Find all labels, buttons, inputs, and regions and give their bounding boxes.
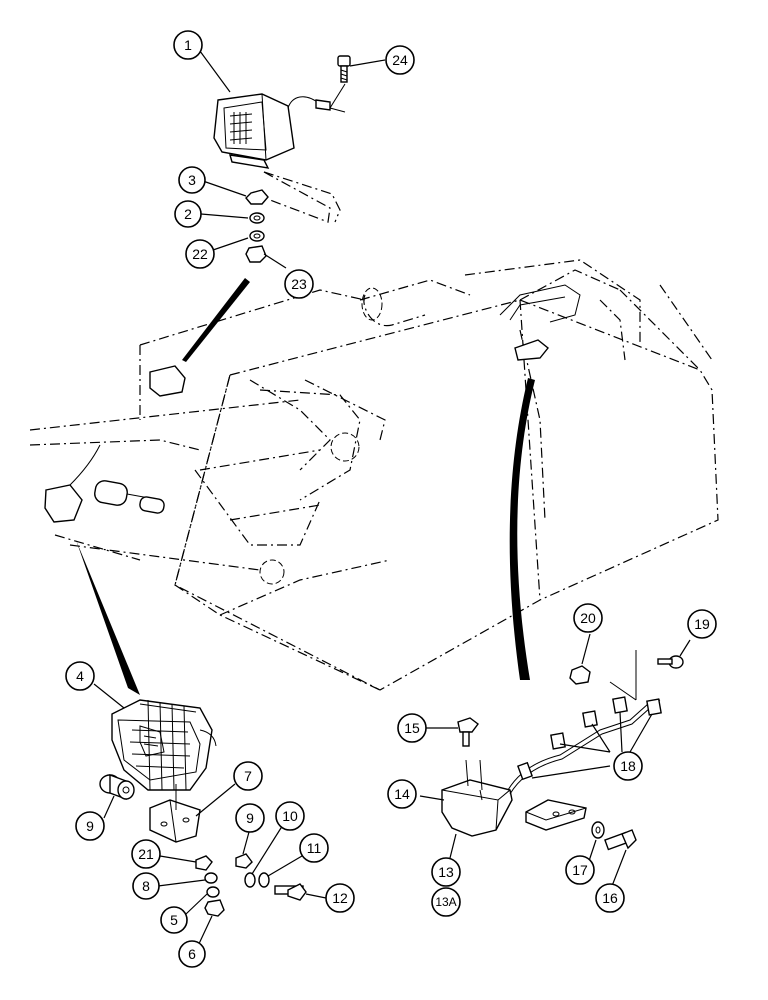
callout-9-left: 9: [75, 811, 105, 841]
callout-17: 17: [565, 855, 595, 885]
spacer-9-left: [99, 773, 135, 801]
callout-14: 14: [387, 779, 417, 809]
callout-19: 19: [687, 609, 717, 639]
machine-body-outline: [29, 259, 719, 691]
callout-8: 8: [132, 872, 160, 900]
callout-24-label: 24: [392, 52, 408, 68]
callout-20: 20: [573, 603, 603, 633]
callout-15: 15: [397, 713, 427, 743]
callout-16: 16: [595, 883, 625, 913]
lower-work-lamp: [111, 699, 217, 791]
callout-7: 7: [233, 761, 263, 791]
callout-13-label: 13: [438, 864, 454, 880]
assembly-pointer-wedges: [76, 278, 535, 695]
callout-15-label: 15: [404, 720, 420, 736]
callout-5: 5: [160, 906, 188, 934]
callout-5-label: 5: [170, 912, 178, 928]
callout-13a-label: 13A: [435, 895, 456, 909]
callout-23-label: 23: [291, 276, 307, 292]
callout-2: 2: [174, 200, 202, 228]
lower-right-lamp: [441, 650, 662, 837]
callout-14-label: 14: [394, 786, 410, 802]
callout-13: 13: [431, 857, 461, 887]
callout-1: 1: [173, 30, 203, 60]
callout-20-label: 20: [580, 610, 596, 626]
callout-18: 18: [613, 751, 643, 781]
callout-10: 10: [275, 801, 305, 831]
callout-16-label: 16: [602, 890, 618, 906]
callout-22-label: 22: [192, 246, 208, 262]
callout-23: 23: [284, 269, 314, 299]
callout-4: 4: [65, 661, 95, 691]
callout-10-label: 10: [282, 808, 298, 824]
callout-19-label: 19: [694, 616, 710, 632]
callout-9-left-label: 9: [86, 818, 94, 834]
callout-11-label: 11: [307, 840, 322, 856]
callout-6: 6: [178, 940, 206, 968]
callout-24: 24: [385, 45, 415, 75]
callout-7-label: 7: [244, 768, 252, 784]
lower-right-hardware: [457, 655, 684, 851]
callout-22: 22: [185, 239, 215, 269]
callout-11: 11: [299, 833, 329, 863]
callout-12: 12: [325, 883, 355, 913]
upper-work-lamp: [213, 83, 346, 223]
callout-9-right: 9: [235, 803, 265, 833]
callout-1-label: 1: [184, 37, 192, 53]
callout-17-label: 17: [572, 862, 588, 878]
callout-21-label: 21: [138, 846, 154, 862]
callout-8-label: 8: [142, 878, 150, 894]
lower-left-hardware: [195, 853, 307, 917]
callout-4-label: 4: [76, 668, 84, 684]
callout-21: 21: [131, 839, 161, 869]
upper-hardware-stack: [245, 189, 269, 263]
callout-13a: 13A: [431, 887, 461, 917]
callout-3-label: 3: [188, 172, 196, 188]
bracket-7: [149, 784, 201, 843]
callout-2-label: 2: [184, 206, 192, 222]
callout-12-label: 12: [332, 890, 348, 906]
bolt-24: [337, 55, 351, 83]
callout-6-label: 6: [188, 946, 196, 962]
leader-lines: [93, 46, 691, 949]
callout-9-right-label: 9: [246, 810, 254, 826]
callout-18-label: 18: [620, 758, 636, 774]
callout-3: 3: [178, 166, 206, 194]
